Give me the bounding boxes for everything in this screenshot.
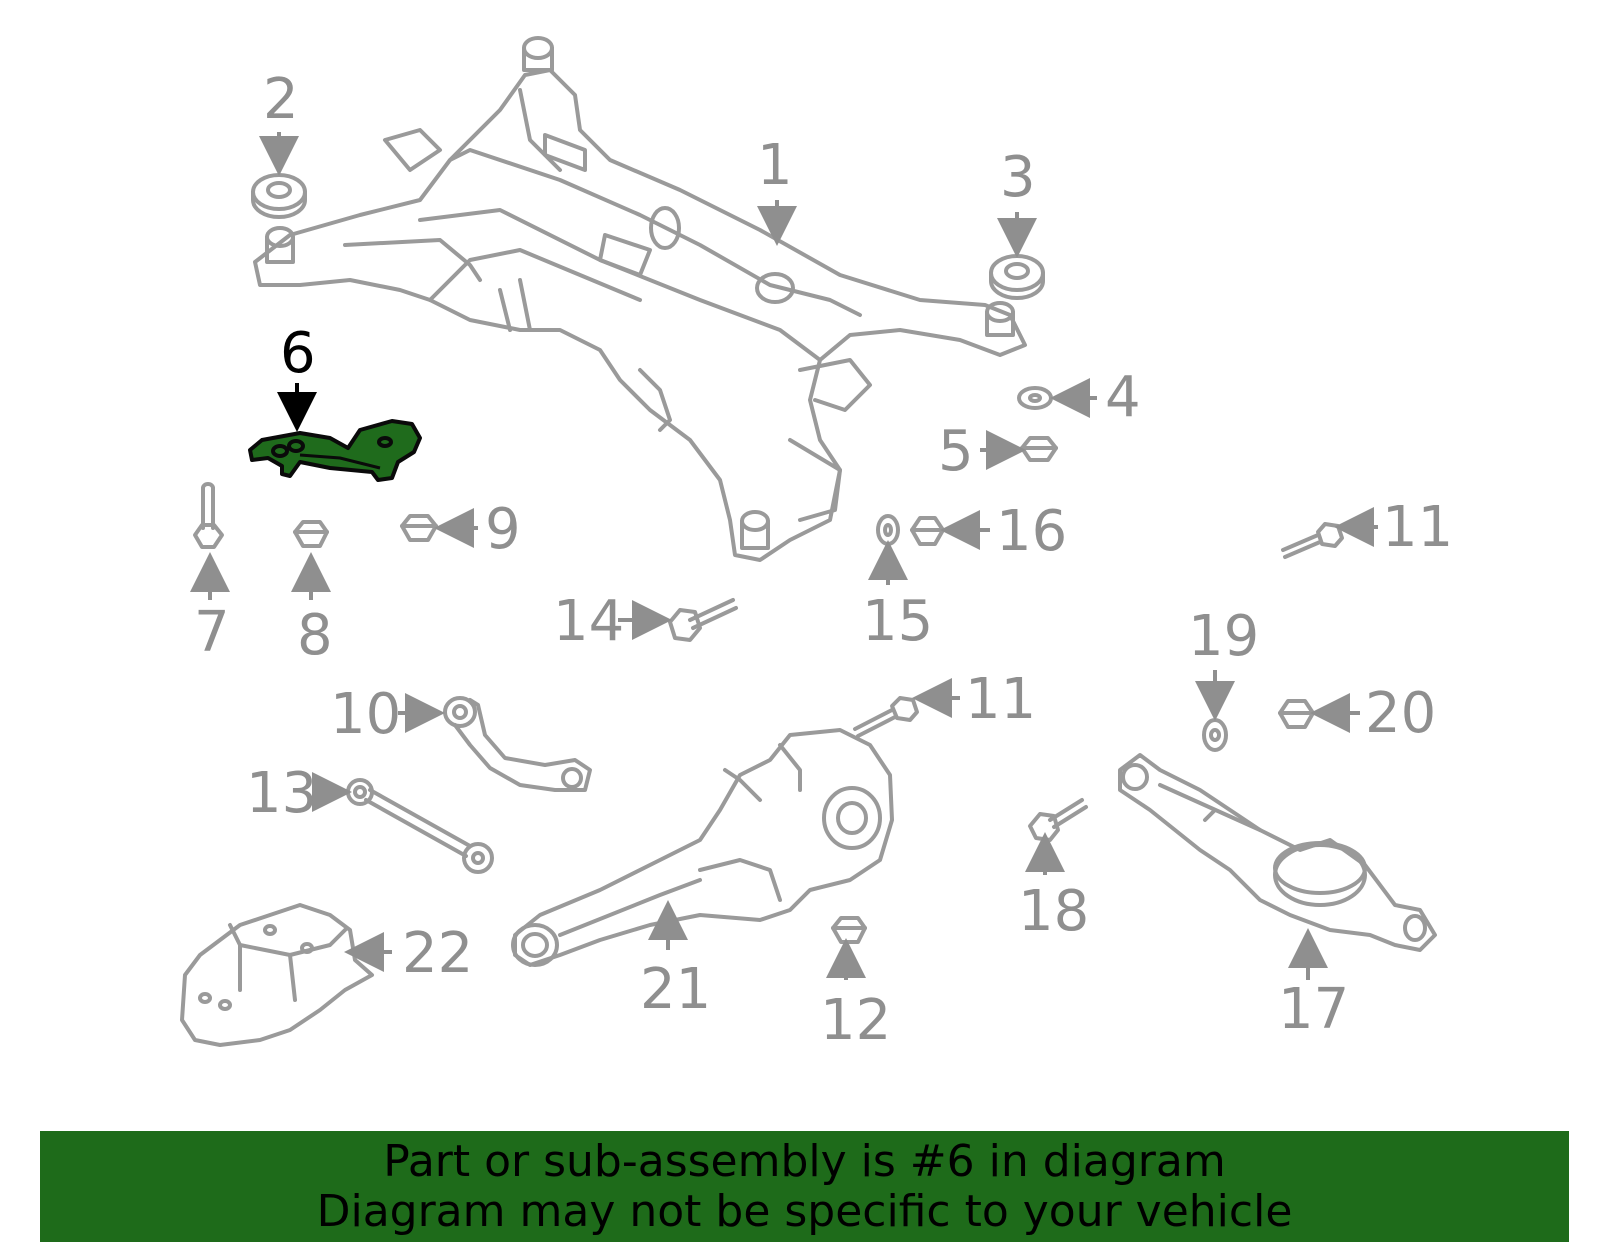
- nut-part-5: [1020, 436, 1058, 462]
- callout-13: 13: [246, 761, 317, 826]
- nut-part-16: [910, 516, 945, 546]
- callout-3: 3: [1000, 145, 1036, 210]
- nut-part-12: [831, 916, 867, 944]
- nut-part-9: [400, 514, 438, 542]
- callout-9: 9: [485, 497, 521, 562]
- callout-11-lower: 11: [965, 667, 1036, 732]
- control-arm-part-10: [443, 696, 592, 792]
- bolt-part-7: [193, 482, 224, 549]
- lower-arm-part-17: [1118, 753, 1437, 952]
- callout-labels: 2 1 3 4 5 6 7 8 9 10 11 11 12 13 14 15 1…: [194, 67, 1453, 1053]
- callout-4: 4: [1105, 365, 1141, 430]
- washer-part-15: [876, 514, 900, 546]
- callout-15: 15: [862, 589, 933, 654]
- bushing-part-3: [989, 254, 1045, 300]
- bolt-part-11-lower: [853, 696, 919, 738]
- callout-17: 17: [1278, 977, 1349, 1042]
- banner-line-disclaimer: Diagram may not be specific to your vehi…: [316, 1186, 1293, 1237]
- subframe-part-1: [253, 36, 1027, 562]
- callout-2: 2: [263, 67, 299, 132]
- callout-8: 8: [297, 603, 333, 668]
- bracket-part-6: [248, 419, 422, 482]
- bolt-part-18: [1028, 798, 1088, 842]
- callout-5: 5: [938, 419, 974, 484]
- callout-21: 21: [640, 957, 711, 1022]
- callout-22: 22: [402, 921, 473, 986]
- callout-arrows: [190, 132, 1378, 980]
- bolt-part-14: [668, 598, 738, 642]
- callout-14: 14: [553, 589, 624, 654]
- callout-1: 1: [757, 133, 793, 198]
- nut-part-20: [1278, 699, 1315, 729]
- callout-10: 10: [330, 682, 401, 747]
- parts-diagram: 2 1 3 4 5 6 7 8 9 10 11 11 12 13 14 15 1…: [180, 36, 1453, 1053]
- callout-11-upper: 11: [1382, 495, 1453, 560]
- washer-part-19: [1202, 718, 1228, 752]
- trailing-arm-part-21: [511, 728, 894, 967]
- callout-7: 7: [194, 600, 230, 665]
- nut-part-8: [293, 520, 329, 548]
- mount-part-22: [180, 903, 374, 1047]
- lateral-link-part-13: [346, 778, 494, 874]
- callout-6: 6: [280, 321, 316, 386]
- callout-20: 20: [1365, 681, 1436, 746]
- callout-18: 18: [1018, 879, 1089, 944]
- callout-19: 19: [1188, 604, 1259, 669]
- bolt-part-11-upper: [1281, 522, 1344, 559]
- callout-16: 16: [996, 499, 1067, 564]
- bushing-part-2: [251, 173, 307, 219]
- washer-part-4: [1017, 386, 1053, 410]
- banner-line-part: Part or sub-assembly is #6 in diagram: [383, 1136, 1226, 1187]
- callout-12: 12: [820, 988, 891, 1053]
- info-banner: Part or sub-assembly is #6 in diagram Di…: [40, 1131, 1569, 1242]
